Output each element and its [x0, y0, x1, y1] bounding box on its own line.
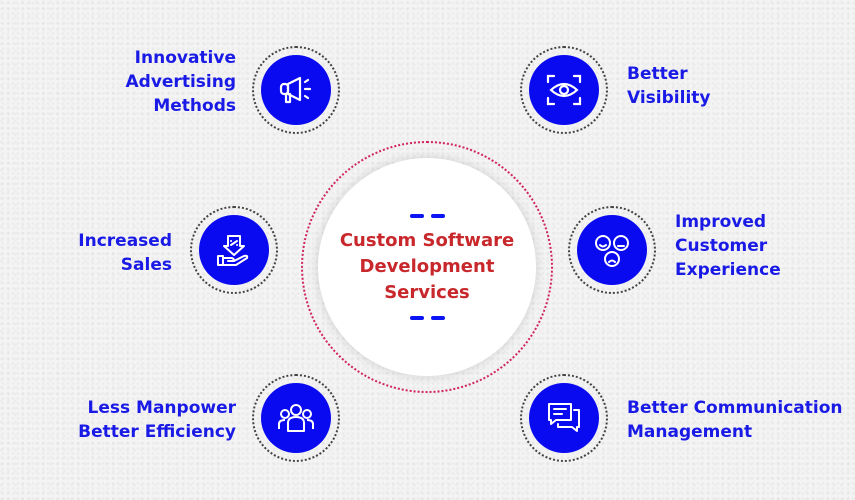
- title-line: Custom Software: [339, 230, 515, 251]
- label-line: Better Communication: [627, 398, 843, 418]
- node-visibility: [520, 46, 608, 134]
- top-dash-divider: [409, 214, 445, 218]
- label-line: Improved: [675, 212, 767, 232]
- megaphone-icon: [279, 76, 312, 104]
- label-line: Less Manpower: [87, 398, 236, 418]
- label-efficiency: Less Manpower Better Efficiency: [78, 396, 236, 444]
- label-line: Sales: [120, 255, 172, 275]
- team-icon: [278, 404, 314, 432]
- center-dotted-ring: [301, 141, 553, 393]
- label-line: Experience: [675, 260, 781, 280]
- label-line: Management: [627, 422, 753, 442]
- label-visibility: Better Visibility: [627, 62, 711, 110]
- center-circle: Custom Software Development Services: [318, 158, 536, 376]
- eye-icon: [546, 74, 582, 106]
- title-line: Development: [359, 256, 495, 277]
- node-sales: [190, 206, 278, 294]
- title-line: Services: [384, 282, 470, 303]
- label-line: Increased: [78, 231, 172, 251]
- emoji-faces-icon: [595, 235, 629, 267]
- label-line: Better: [627, 64, 688, 84]
- hand-sales-icon: [217, 235, 249, 266]
- label-sales: Increased Sales: [78, 229, 172, 277]
- label-line: Customer: [675, 236, 768, 256]
- label-line: Innovative: [134, 48, 236, 68]
- center-title: Custom Software Development Services: [340, 228, 514, 306]
- chat-icon: [548, 403, 580, 432]
- label-line: Better Efficiency: [78, 422, 236, 442]
- label-line: Methods: [153, 96, 236, 116]
- node-communication: [520, 374, 608, 462]
- node-advertising: [252, 46, 340, 134]
- bottom-dash-divider: [409, 316, 445, 320]
- label-customer-experience: Improved Customer Experience: [675, 210, 781, 282]
- label-advertising: Innovative Advertising Methods: [126, 46, 237, 118]
- label-line: Visibility: [627, 88, 711, 108]
- node-efficiency: [252, 374, 340, 462]
- label-communication: Better Communication Management: [627, 396, 842, 444]
- node-customer-experience: [568, 206, 656, 294]
- label-line: Advertising: [125, 72, 237, 92]
